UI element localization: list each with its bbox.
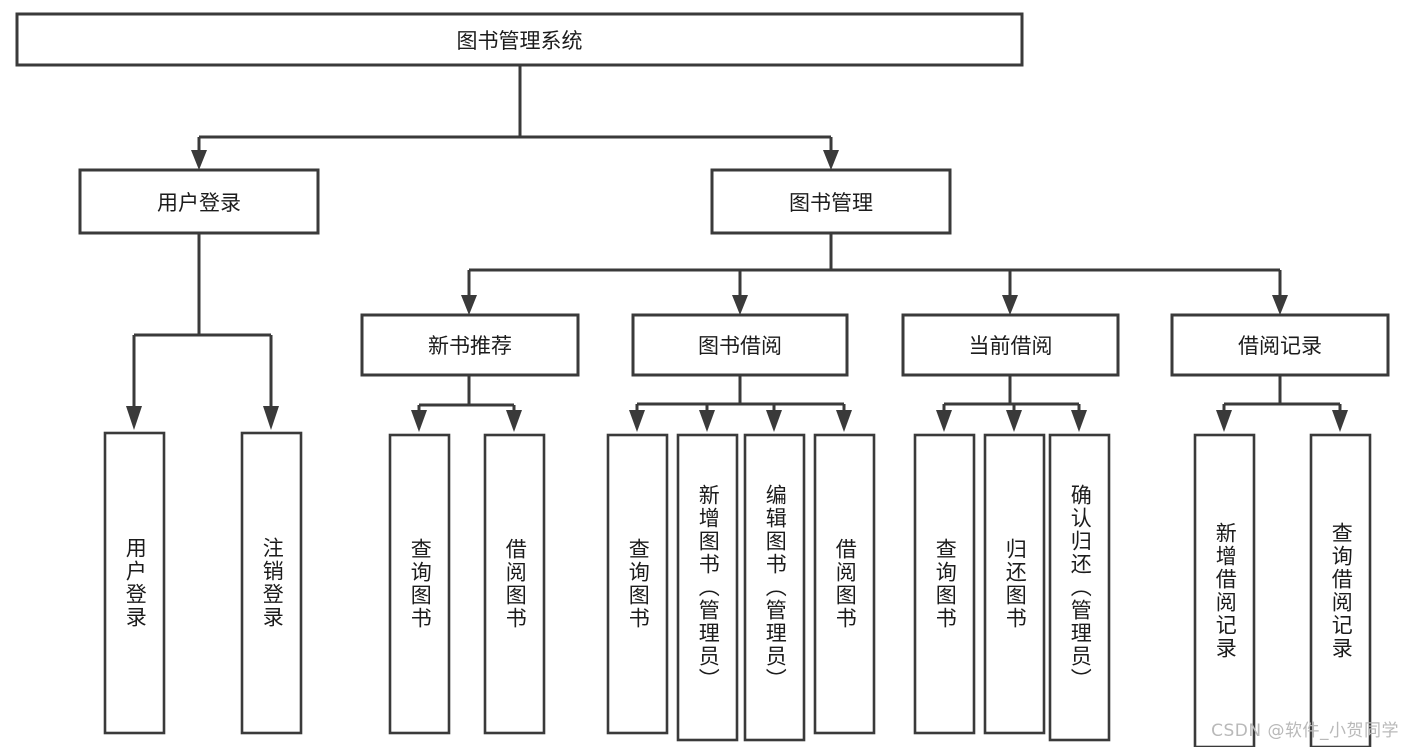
arrow-head-icon <box>836 410 852 432</box>
connector-user-login-to-leaves <box>126 233 279 430</box>
node-book-borrow[interactable] <box>631 313 849 377</box>
arrow-head-icon <box>1071 410 1087 432</box>
connector-book-borrow-to-leaves <box>629 375 852 432</box>
leaf-user-login-1[interactable] <box>240 431 303 735</box>
leaf-current-borrow-2[interactable] <box>1048 433 1111 742</box>
connector-borrow-record-to-leaves <box>1216 375 1348 432</box>
node-root-book-management-system[interactable] <box>15 12 1024 67</box>
leaf-current-borrow-1[interactable] <box>983 433 1046 735</box>
leaf-user-login-0[interactable] <box>103 431 166 735</box>
arrow-head-icon <box>411 410 427 432</box>
arrow-head-icon <box>461 295 477 315</box>
arrow-head-icon <box>732 295 748 315</box>
node-book-management[interactable] <box>710 168 952 235</box>
leaf-borrow-record-0[interactable] <box>1193 433 1256 747</box>
leaf-borrow-record-1[interactable] <box>1309 433 1372 747</box>
arrow-head-icon <box>126 406 142 430</box>
arrow-head-icon <box>1216 410 1232 432</box>
leaf-current-borrow-0[interactable] <box>913 433 976 735</box>
leaf-new-book-1[interactable] <box>483 433 546 735</box>
node-user-login[interactable] <box>78 168 320 235</box>
arrow-head-icon <box>1332 410 1348 432</box>
arrow-head-icon <box>1272 295 1288 315</box>
connector-current-borrow-to-leaves <box>936 375 1087 432</box>
leaf-book-borrow-1[interactable] <box>676 433 739 742</box>
arrow-head-icon <box>1002 295 1018 315</box>
node-new-book-recommend[interactable] <box>360 313 580 377</box>
arrow-head-icon <box>1006 410 1022 432</box>
node-borrow-record[interactable] <box>1170 313 1390 377</box>
leaf-book-borrow-0[interactable] <box>606 433 669 735</box>
arrow-head-icon <box>263 406 279 430</box>
arrow-head-icon <box>823 150 839 170</box>
arrow-head-icon <box>629 410 645 432</box>
connector-book-mgmt-to-level3 <box>461 233 1288 315</box>
leaf-book-borrow-2[interactable] <box>743 433 806 742</box>
node-current-borrow[interactable] <box>901 313 1120 377</box>
arrow-head-icon <box>506 410 522 432</box>
connector-root-to-level2 <box>191 65 839 170</box>
leaf-new-book-0[interactable] <box>388 433 451 735</box>
leaf-book-borrow-3[interactable] <box>813 433 876 735</box>
arrow-head-icon <box>699 410 715 432</box>
connector-new-book-to-leaves <box>411 375 522 432</box>
arrow-head-icon <box>936 410 952 432</box>
arrow-head-icon <box>766 410 782 432</box>
arrow-head-icon <box>191 150 207 170</box>
